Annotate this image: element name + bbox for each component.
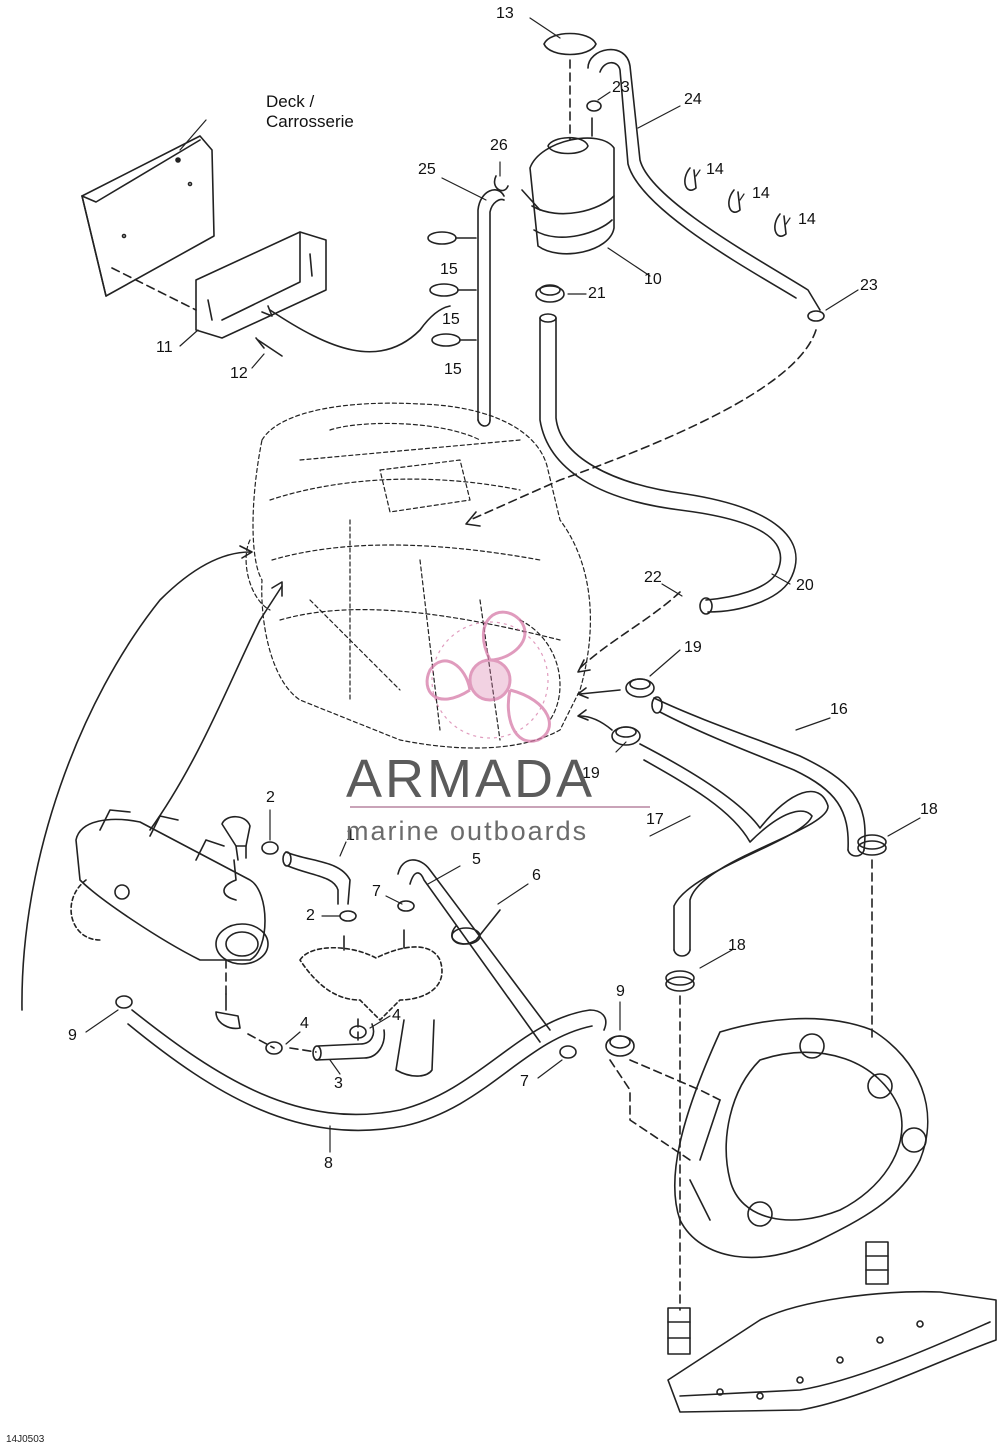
- part-label-10: 10: [644, 271, 662, 288]
- leader-lines: [85, 17, 921, 1153]
- clamp-9-left: [115, 995, 133, 1009]
- document-code: 14J0503: [6, 1434, 45, 1445]
- part-label-1: 1: [346, 827, 355, 844]
- part-label-14-b: 14: [752, 185, 770, 202]
- deck-panel: [81, 135, 215, 297]
- watermark-tagline: marine outboards: [346, 816, 589, 846]
- part-label-5: 5: [472, 851, 481, 868]
- part-label-23-b: 23: [860, 277, 878, 294]
- clamps-14: [684, 167, 787, 237]
- part-label-20: 20: [796, 577, 814, 594]
- part-label-2-a: 2: [266, 789, 275, 806]
- fitting-bottom-left: [667, 1307, 691, 1355]
- watermark-brand: ARMADA: [346, 749, 596, 809]
- hose-1: [282, 851, 351, 905]
- fitting-bottom-right: [865, 1241, 889, 1285]
- hose-3: [312, 1023, 386, 1061]
- part-label-19-a: 19: [684, 639, 702, 656]
- clamp-21: [535, 284, 565, 303]
- part-label-7-a: 7: [372, 883, 381, 900]
- clamp-19-lower: [611, 726, 641, 746]
- part-label-17: 17: [646, 811, 664, 828]
- hose-25: [477, 189, 505, 427]
- part-label-14-a: 14: [706, 161, 724, 178]
- clamp-18-lower: [665, 970, 695, 1311]
- overflow-hose-24: [587, 48, 821, 311]
- watermark-divider: [350, 806, 650, 808]
- clamps-15: [427, 231, 477, 347]
- part-label-16: 16: [830, 701, 848, 718]
- part-label-4-b: 4: [392, 1007, 401, 1024]
- part-label-22: 22: [644, 569, 662, 586]
- clamp-19-upper: [625, 678, 655, 698]
- deck-label: Deck / Carrosserie: [266, 92, 354, 132]
- part-label-3: 3: [334, 1075, 343, 1092]
- part-label-2-b: 2: [306, 907, 315, 924]
- part-label-24: 24: [684, 91, 702, 108]
- routing-arrows: [21, 329, 817, 1011]
- deck-label-line-2: Carrosserie: [266, 112, 354, 131]
- clamp-7-lower: [559, 1045, 577, 1059]
- part-label-4-a: 4: [300, 1015, 309, 1032]
- clamp-7-upper: [397, 900, 415, 912]
- clamp-9-right: [605, 1035, 635, 1057]
- clamp-23-right: [807, 310, 825, 322]
- part-label-11: 11: [156, 339, 173, 356]
- cable-tie-6: [451, 909, 501, 945]
- part-label-6: 6: [532, 867, 541, 884]
- clamp-4-left: [265, 1041, 283, 1055]
- engine-block: [245, 402, 592, 749]
- hose-8: [127, 1009, 607, 1132]
- watermark-logo: [425, 610, 551, 743]
- part-label-15-a: 15: [440, 261, 458, 278]
- part-label-25: 25: [418, 161, 436, 178]
- clamp-23-top: [586, 100, 602, 112]
- part-label-12: 12: [230, 365, 248, 382]
- ride-plate: [667, 1290, 997, 1413]
- elbow-fitting-lower: [215, 993, 241, 1030]
- part-label-14-c: 14: [798, 211, 816, 228]
- pressure-cap-13: [543, 32, 597, 141]
- part-label-9-b: 9: [68, 1027, 77, 1044]
- clamp-2-upper: [261, 841, 279, 855]
- clamp-18-upper: [857, 834, 887, 1041]
- coolant-reservoir-10: [521, 117, 615, 255]
- part-label-19-b: 19: [582, 765, 600, 782]
- elbow-fitting-upper: [221, 815, 251, 861]
- part-label-8: 8: [324, 1155, 333, 1172]
- part-label-21: 21: [588, 285, 606, 302]
- clamp-26: [493, 175, 509, 192]
- bracket-11: [111, 231, 327, 339]
- screw-12: [255, 305, 451, 357]
- hose-17: [639, 743, 829, 957]
- dashed-routing: [225, 959, 721, 1161]
- part-label-23: 23: [612, 79, 630, 96]
- clamp-2-lower: [339, 910, 357, 922]
- pump-housing: [673, 1017, 929, 1259]
- hose-20: [539, 313, 797, 615]
- hose-5: [397, 859, 551, 1043]
- part-label-7-b: 7: [520, 1073, 529, 1090]
- deck-label-line-1: Deck /: [266, 92, 315, 111]
- exhaust-manifold: [70, 809, 269, 965]
- part-label-15-c: 15: [444, 361, 462, 378]
- venturi-section: [299, 929, 443, 1077]
- part-label-26: 26: [490, 137, 508, 154]
- part-label-13: 13: [496, 5, 514, 22]
- part-label-18-a: 18: [920, 801, 938, 818]
- part-label-9-a: 9: [616, 983, 625, 1000]
- hose-16: [651, 696, 866, 857]
- part-label-18-b: 18: [728, 937, 746, 954]
- part-label-15-b: 15: [442, 311, 460, 328]
